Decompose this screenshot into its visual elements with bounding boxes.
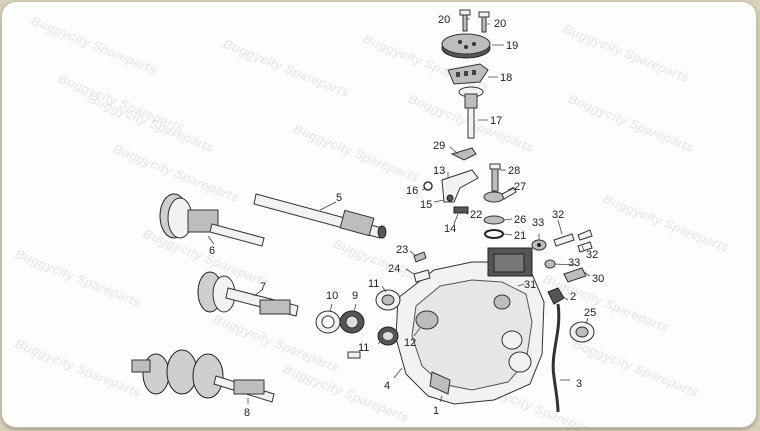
- watermark: Buggycity Spareparts: [541, 271, 671, 335]
- watermark: Buggycity Spareparts: [561, 21, 691, 85]
- spring-22: [453, 206, 469, 214]
- gearbox-housing-1: [395, 247, 545, 405]
- watermark: Buggycity Spareparts: [13, 336, 143, 400]
- callout-33b: 33: [568, 257, 580, 269]
- watermark: Buggycity Spareparts: [221, 36, 351, 100]
- elbow-fitting-2: [547, 287, 565, 305]
- callout-11b: 11: [358, 342, 369, 354]
- bearing-11a: [375, 289, 401, 311]
- callout-28: 28: [508, 165, 520, 177]
- gear-shaft-6: [159, 193, 265, 247]
- callout-numbers: 20 20 19 18 17 29 28 13 27 16 15 22 26 1…: [209, 14, 604, 419]
- washer-33b: [544, 259, 556, 269]
- callout-7: 7: [260, 281, 266, 293]
- callout-11a: 11: [368, 278, 379, 290]
- bearing-11b: [377, 326, 399, 346]
- callout-29: 29: [433, 140, 445, 152]
- callout-31: 31: [524, 279, 536, 291]
- bolt-20a: [459, 9, 471, 32]
- callout-6: 6: [209, 245, 215, 257]
- leader-lines: [207, 18, 591, 404]
- circlip-16: [423, 181, 433, 191]
- callout-26: 26: [514, 214, 526, 226]
- callout-10: 10: [326, 290, 338, 302]
- callout-25: 25: [584, 307, 596, 319]
- callout-30: 30: [592, 273, 604, 285]
- callout-9: 9: [352, 290, 358, 302]
- callout-27: 27: [514, 181, 526, 193]
- callout-12: 12: [404, 337, 416, 349]
- callout-23: 23: [396, 244, 408, 256]
- gear-shaft-8: [131, 349, 275, 403]
- callout-22: 22: [470, 209, 482, 221]
- shift-shaft-17: [458, 86, 484, 139]
- cover-plate-19: [441, 33, 491, 59]
- callout-16: 16: [406, 185, 418, 197]
- watermark: Buggycity Spareparts: [13, 246, 143, 310]
- callout-2: 2: [570, 291, 576, 303]
- washer-33a: [531, 239, 547, 251]
- bolt-32b: [577, 229, 593, 253]
- shift-lever-13: [441, 169, 479, 203]
- seal-10: [315, 310, 341, 334]
- callout-24: 24: [388, 263, 400, 275]
- watermark: Buggycity Spareparts: [566, 91, 696, 155]
- bolt-32a: [553, 233, 575, 247]
- callout-5: 5: [336, 192, 342, 204]
- main-shaft-5: [253, 193, 387, 239]
- pin-28: [489, 163, 501, 192]
- sensor-30: [563, 267, 587, 283]
- watermark: Buggycity Spareparts: [29, 13, 159, 77]
- callout-1: 1: [433, 405, 439, 417]
- breather-hose-3: [551, 303, 561, 413]
- watermark: Buggycity Spareparts: [86, 91, 216, 155]
- watermark: Buggycity Spareparts: [281, 361, 411, 425]
- callout-3: 3: [576, 378, 582, 390]
- watermark: Buggycity Spareparts: [571, 336, 701, 400]
- oring-21: [484, 229, 504, 239]
- callout-13: 13: [433, 165, 445, 177]
- dowel-23: [413, 251, 427, 263]
- callout-32a: 32: [552, 209, 564, 221]
- bearing-25: [569, 321, 595, 343]
- gasket-18: [447, 63, 489, 85]
- spring-29: [450, 147, 477, 161]
- exploded-parts-diagram: Buggycity Spareparts Buggycity Sparepart…: [13, 9, 731, 427]
- callout-14: 14: [444, 223, 456, 235]
- callout-15: 15: [420, 199, 432, 211]
- callout-4: 4: [384, 380, 390, 392]
- callout-33a: 33: [532, 217, 544, 229]
- watermark: Buggycity Spareparts: [291, 121, 421, 185]
- callout-18: 18: [500, 72, 512, 84]
- bolt-20b: [478, 11, 490, 33]
- watermark: Buggycity Spareparts: [601, 191, 731, 255]
- callout-20a: 20: [438, 14, 450, 26]
- pin-small: [347, 351, 361, 359]
- callout-32b: 32: [586, 249, 598, 261]
- gear-shaft-7: [197, 271, 299, 317]
- washer-26: [483, 215, 505, 225]
- callout-8: 8: [244, 407, 250, 419]
- callout-21: 21: [514, 230, 526, 242]
- callout-19: 19: [506, 40, 518, 52]
- dowel-24: [413, 269, 431, 283]
- diagram-frame: Buggycity Spareparts Buggycity Sparepart…: [2, 2, 756, 427]
- bearing-9: [339, 310, 365, 334]
- lever-27: [483, 187, 517, 203]
- callout-17: 17: [490, 115, 502, 127]
- callout-20b: 20: [494, 18, 506, 30]
